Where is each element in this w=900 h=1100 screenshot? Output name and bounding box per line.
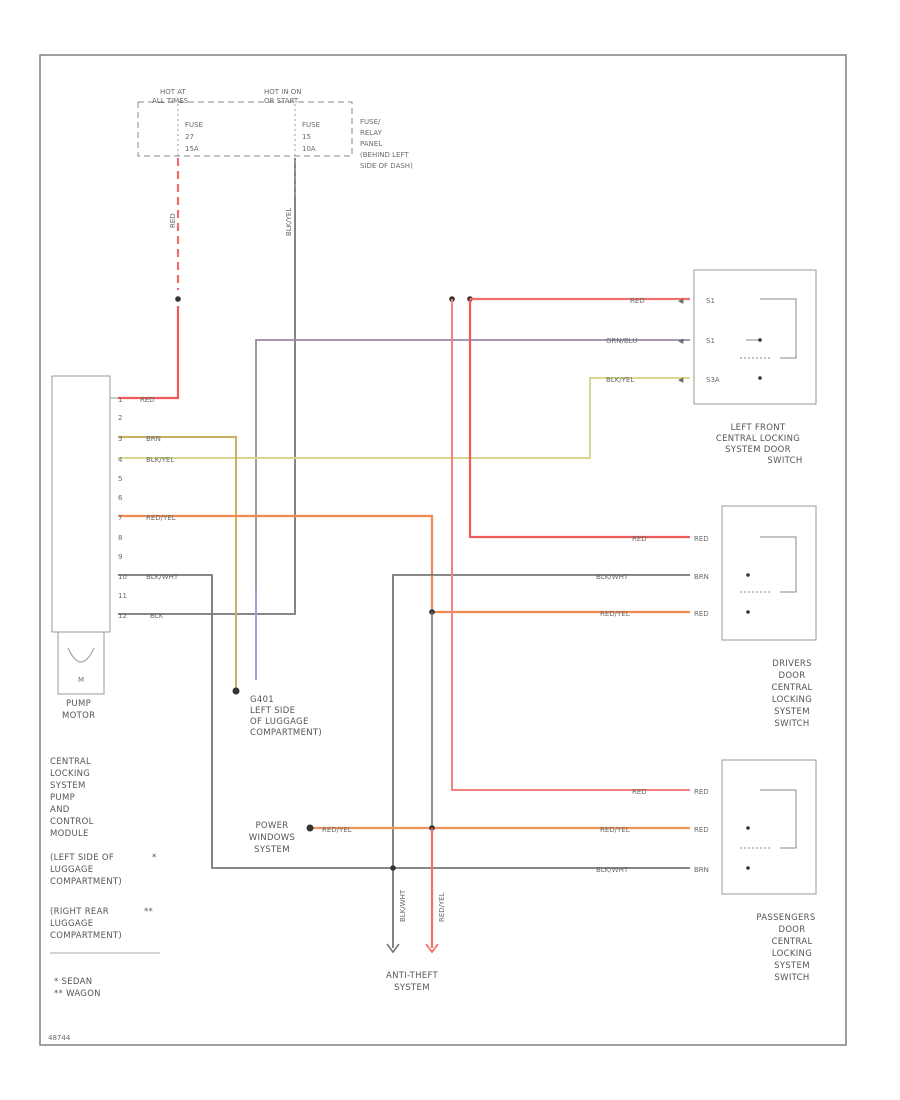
svg-text:10: 10 [118,573,127,581]
svg-text:RED: RED [694,535,709,543]
wire-label-blk-wht-1: BLK/WHT [146,573,179,581]
svg-text:RED: RED [694,610,709,618]
svg-text:RED: RED [694,788,709,796]
drivers-red-label: RED [632,535,647,543]
svg-text:◀: ◀ [678,337,684,345]
svg-text:S1: S1 [706,297,715,305]
pump-motor-symbol: M [78,676,84,684]
wire-blk-yel-fuse15: BLK/YEL BLK [118,158,296,620]
wire-brn: BRN [118,435,237,690]
svg-text:3: 3 [118,435,122,443]
drivers-blk-wht-label: BLK/WHT [596,573,629,581]
wire-label-red-lf: RED [630,297,645,305]
wire-label-blk-yel-3: BLK/YEL [606,376,634,384]
svg-text:RED: RED [694,826,709,834]
svg-text:BRN: BRN [694,866,709,874]
svg-text:S1: S1 [706,337,715,345]
wire-label-blk-yel-1: BLK/YEL [285,208,293,236]
svg-text:7: 7 [118,514,122,522]
wire-red-yel-drivers: RED/YEL [118,514,690,828]
wire-red-trunks: RED [449,296,690,791]
wire-red-yel-passenger: RED/YEL [306,824,690,948]
fuse-panel-box [137,101,353,157]
module-pins: 1 2 3 4 5 6 7 8 9 10 11 12 [118,396,127,620]
drivers-red-yel-label: RED/YEL [600,610,630,618]
svg-text:5: 5 [118,475,122,483]
wire-label-red-fuse: RED [169,213,177,228]
svg-text:12: 12 [118,612,127,620]
anti-theft-wire-2: RED/YEL [438,892,446,922]
module-body [51,375,111,633]
svg-text:1: 1 [118,396,122,404]
wire-label-red-pin1: RED [140,396,155,404]
svg-text:S3A: S3A [706,376,720,384]
anti-theft-wire-1: BLK/WHT [399,889,407,922]
wire-blk-wht: BLK/WHT [118,573,690,948]
svg-text:BRN: BRN [694,573,709,581]
passenger-blk-wht-label: BLK/WHT [596,866,629,874]
diagram-id: 48744 [48,1034,71,1042]
pump-motor-box [57,631,105,695]
wire-grn-blu: GRN/BLU [255,337,690,680]
wire-label-blk-yel-2: BLK/YEL [146,456,174,464]
wire-label-brn: BRN [146,435,161,443]
wire-label-red-yel-1: RED/YEL [146,514,176,522]
passenger-red-yel-label: RED/YEL [600,826,630,834]
svg-text:11: 11 [118,592,127,600]
footnotes: * SEDAN** WAGON [54,977,101,999]
wire-red-fuse27: RED RED [118,158,181,404]
passenger-red-label: RED [632,788,647,796]
drivers-switch-box [721,505,817,641]
passengers-door-switch: RED RED/YEL BLK/WHT RED RED BRN PASSENGE… [596,759,817,983]
passenger-switch-box [721,759,817,895]
diagram-border [39,54,847,1046]
wire-label-blk: BLK [150,612,164,620]
module-mark-1: * [152,853,157,863]
wire-blk-yel-switch: BLK/YEL BLK/YEL [118,376,690,464]
svg-text:6: 6 [118,494,123,502]
wire-label-pw-red-yel: RED/YEL [322,826,352,834]
module-mark-2: ** [144,907,153,917]
svg-text:8: 8 [118,534,122,542]
lf-switch-box [693,269,817,405]
svg-text:4: 4 [118,456,123,464]
wire-label-grn-blu: GRN/BLU [606,337,637,345]
svg-text:◀: ◀ [678,297,684,305]
svg-text:◀: ◀ [678,376,684,384]
svg-text:9: 9 [118,553,122,561]
svg-text:2: 2 [118,414,122,422]
